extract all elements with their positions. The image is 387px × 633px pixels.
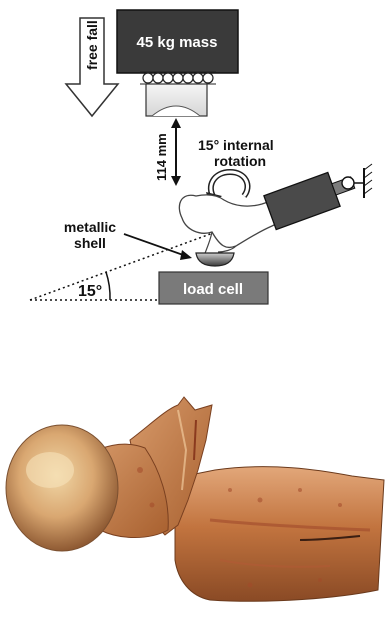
metallic-shell [196, 253, 234, 266]
mass-label: 45 kg mass [137, 34, 218, 51]
angle-arc [106, 272, 110, 300]
actuator-fixture [264, 164, 372, 230]
distance-label: 114 mm [154, 133, 169, 181]
distance-arrow [171, 118, 181, 186]
free-fall-label: free fall [84, 20, 100, 70]
impactor-cup [146, 84, 207, 116]
rotation-label-line1: 15° internal [198, 137, 274, 153]
fractured-femur-photo [6, 397, 384, 601]
angle-label: 15° [78, 283, 102, 300]
rotation-label-line2: rotation [214, 153, 266, 169]
shell-pointer-arrow [124, 234, 192, 260]
shell-label-line2: shell [74, 235, 106, 251]
load-cell-label: load cell [183, 281, 243, 298]
bearing-balls [143, 73, 213, 83]
shell-label-line1: metallic [64, 219, 116, 235]
